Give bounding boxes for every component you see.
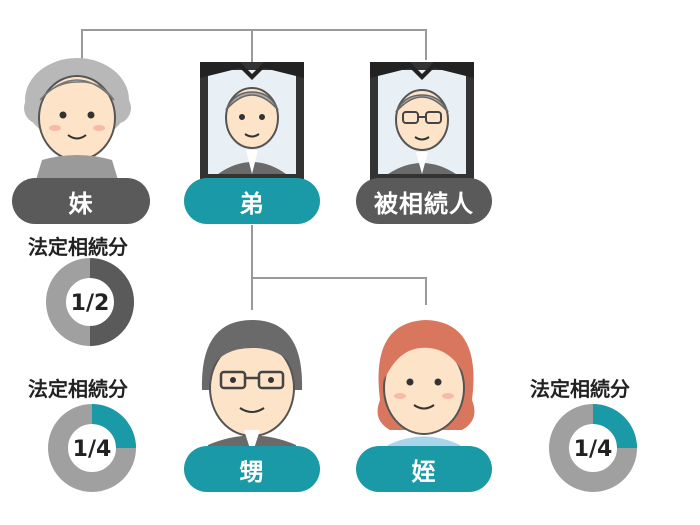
sister-share-donut: 1/2 <box>46 258 134 346</box>
nephew-label: 甥 <box>184 446 320 492</box>
sister-label: 妹 <box>12 178 150 224</box>
nephew-portrait <box>201 320 303 455</box>
niece-label: 姪 <box>356 446 492 492</box>
niece-share-arc <box>592 404 637 449</box>
sibling-connector <box>81 29 427 62</box>
niece-share-title: 法定相続分 <box>530 377 630 401</box>
sister-share-value: 1/2 <box>71 291 110 316</box>
children-connector <box>251 225 427 310</box>
niece-portrait <box>377 320 475 455</box>
nephew-share-arc <box>91 404 136 449</box>
sister-portrait <box>24 58 131 180</box>
brother-label: 弟 <box>184 178 320 224</box>
sister-share-title: 法定相続分 <box>28 235 128 259</box>
nephew-share-title: 法定相続分 <box>28 377 128 401</box>
sister-share-arc <box>89 258 134 346</box>
brother-portrait <box>200 62 304 182</box>
deceased-label: 被相続人 <box>356 178 492 224</box>
niece-share-value: 1/4 <box>574 437 613 462</box>
deceased-portrait <box>370 62 474 182</box>
nephew-share-donut: 1/4 <box>48 404 136 492</box>
niece-share-donut: 1/4 <box>549 404 637 492</box>
nephew-share-value: 1/4 <box>73 437 112 462</box>
